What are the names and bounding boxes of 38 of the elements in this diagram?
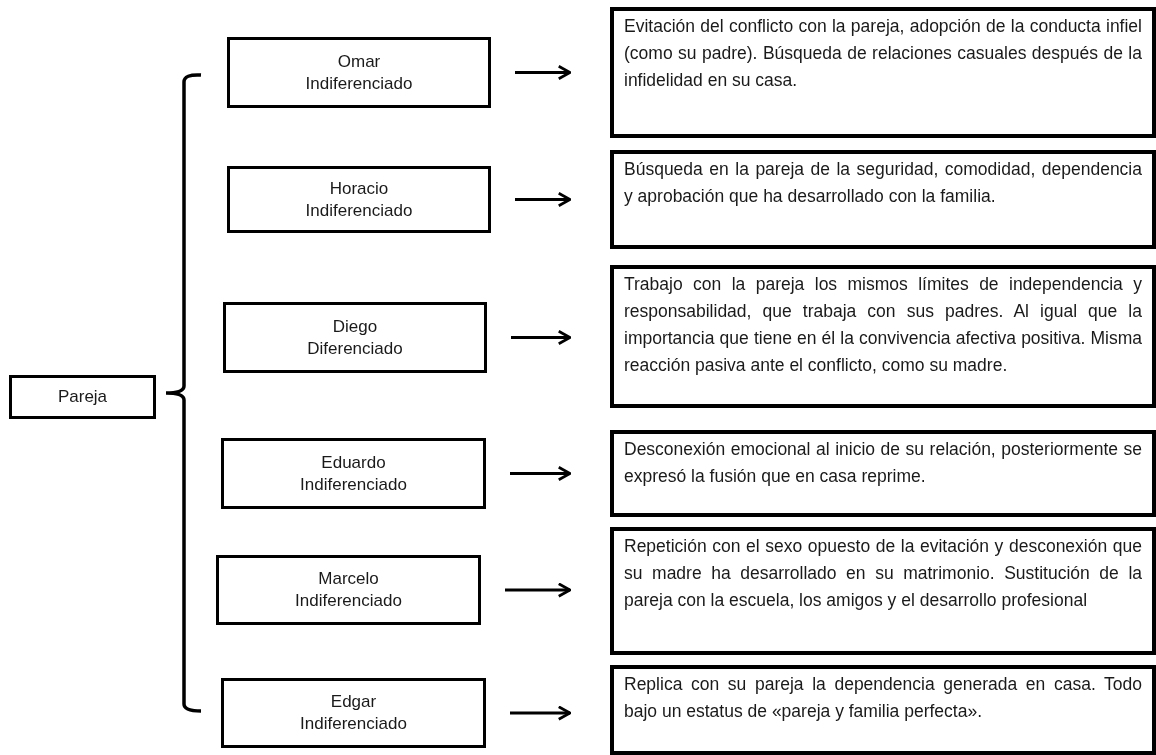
- node-subtitle: Indiferenciado: [305, 199, 413, 222]
- node-title: Edgar: [330, 691, 377, 713]
- node-subtitle: Diferenciado: [307, 337, 403, 360]
- arrow: [511, 329, 572, 346]
- description-text: Replica con su pareja la dependencia generada en casa. Todo bajo un estatus de «pareja y familia perfecta».: [624, 673, 1142, 723]
- description-text: Repetición con el sexo opuesto de la evitación y desconexión que su madre ha desarrollado en su matrimonio. Sustitución de la pareja con la escuela, los amigos y el desarrollo profesional: [624, 535, 1142, 612]
- node-subtitle: Indiferenciado: [295, 590, 402, 612]
- node-subtitle: Indiferenciado: [305, 72, 413, 95]
- description-text: Evitación del conflicto con la pareja, adopción de la conducta infiel (como su padre). Búsqueda de relaciones casuales después de la infidelidad en su casa.: [624, 15, 1142, 92]
- description-text: Búsqueda en la pareja de la seguridad, comodidad, dependencia y aprobación que ha desarrollado con la familia.: [624, 158, 1142, 208]
- root-box: [9, 375, 156, 419]
- description-text: Trabajo con la pareja los mismos límites de independencia y responsabilidad, que trabaja con sus padres. Al igual que la importancia que tiene en él la convivencia afectiva positiva. Misma reacción pasiva ante el conflicto, como su madre.: [624, 273, 1142, 377]
- description-box: [610, 665, 1156, 755]
- description-box: [610, 430, 1156, 517]
- person-box: [227, 166, 491, 233]
- arrow: [515, 191, 572, 208]
- description-box: [610, 265, 1156, 408]
- description-text: Desconexión emocional al inicio de su relación, posteriormente se expresó la fusión que en casa reprime.: [624, 438, 1142, 488]
- description-box: [610, 7, 1156, 138]
- node-title: Pareja: [57, 386, 108, 408]
- person-box: [221, 678, 486, 748]
- arrow: [505, 582, 572, 598]
- node-title: Eduardo: [321, 451, 386, 474]
- node-title: Marcelo: [318, 568, 379, 590]
- person-box: [221, 438, 486, 509]
- description-box: [610, 150, 1156, 249]
- node-title: Diego: [332, 315, 378, 338]
- node-subtitle: Indiferenciado: [300, 713, 407, 735]
- node-title: Omar: [337, 50, 381, 73]
- person-box: [223, 302, 487, 373]
- arrow: [515, 64, 572, 81]
- arrow: [510, 465, 572, 482]
- node-title: Horacio: [329, 177, 389, 200]
- person-box: [216, 555, 481, 625]
- node-subtitle: Indiferenciado: [300, 473, 407, 496]
- person-box: [227, 37, 491, 108]
- description-box: [610, 527, 1156, 655]
- arrow: [510, 705, 572, 721]
